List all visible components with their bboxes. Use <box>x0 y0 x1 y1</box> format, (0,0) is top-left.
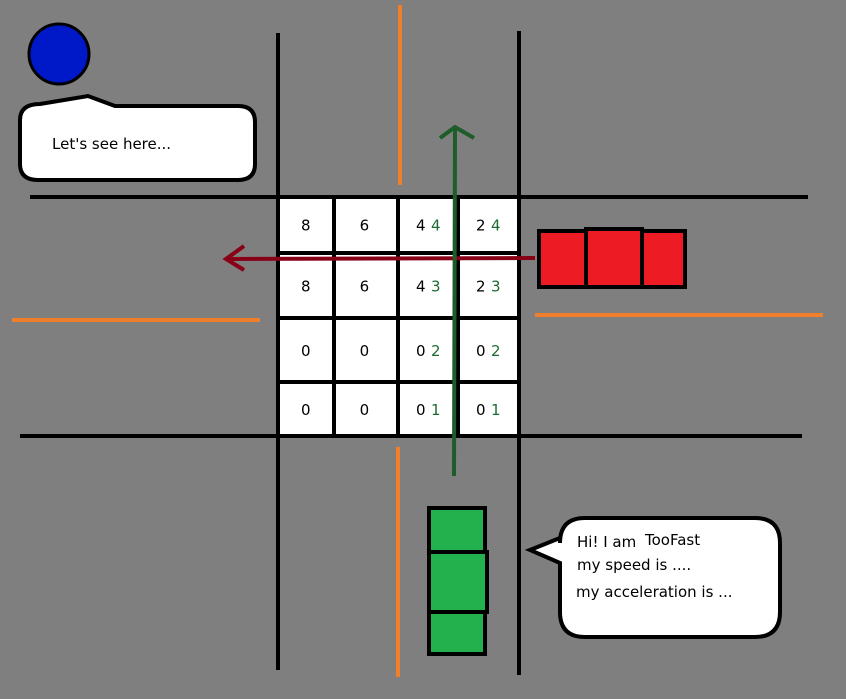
car-segment <box>537 229 588 289</box>
cell-value: 3 <box>491 278 501 296</box>
cell-value: 0 <box>301 401 311 419</box>
cell-value: 0 <box>416 401 426 419</box>
cell-value: 6 <box>360 278 370 296</box>
cell-value: 4 <box>416 217 426 235</box>
cell-value: 6 <box>360 217 370 235</box>
lane-markings <box>12 5 823 677</box>
cell-value: 2 <box>476 217 486 235</box>
cell-value: 4 <box>431 217 441 235</box>
red-car[interactable] <box>537 227 687 289</box>
observer-bubble-text: Let's see here... <box>52 135 171 153</box>
cell-value: 0 <box>301 342 311 360</box>
car-speech-bubble <box>524 516 782 639</box>
cell-value: 8 <box>301 217 311 235</box>
cell-value: 2 <box>491 342 501 360</box>
cell-value: 0 <box>476 401 486 419</box>
car-speed: my speed is .... <box>577 556 691 574</box>
cell-value: 3 <box>431 278 441 296</box>
cell-value: 0 <box>416 342 426 360</box>
car-segment <box>427 610 487 656</box>
roads <box>20 31 808 675</box>
cell-value: 1 <box>491 401 501 419</box>
cell-value: 4 <box>416 278 426 296</box>
cell-value: 8 <box>301 278 311 296</box>
cell-value: 4 <box>491 217 501 235</box>
red-arrow-left <box>222 244 536 272</box>
car-acceleration: my acceleration is ... <box>576 583 732 601</box>
cell-value: 0 <box>360 401 370 419</box>
green-car[interactable] <box>427 506 489 656</box>
car-segment <box>427 550 489 614</box>
bubble-greeting: Hi! I am <box>577 533 636 551</box>
observer-avatar <box>27 22 91 86</box>
cell-value: 2 <box>431 342 441 360</box>
cell-value: 0 <box>360 342 370 360</box>
car-segment <box>427 506 487 554</box>
cell-value: 1 <box>431 401 441 419</box>
cell-value: 0 <box>476 342 486 360</box>
car-name: TooFast <box>644 531 700 549</box>
car-segment <box>584 227 644 289</box>
car-segment <box>640 229 687 289</box>
cell-value: 2 <box>476 278 486 296</box>
observer-speech-bubble <box>18 93 257 182</box>
green-arrow-up <box>438 124 476 477</box>
